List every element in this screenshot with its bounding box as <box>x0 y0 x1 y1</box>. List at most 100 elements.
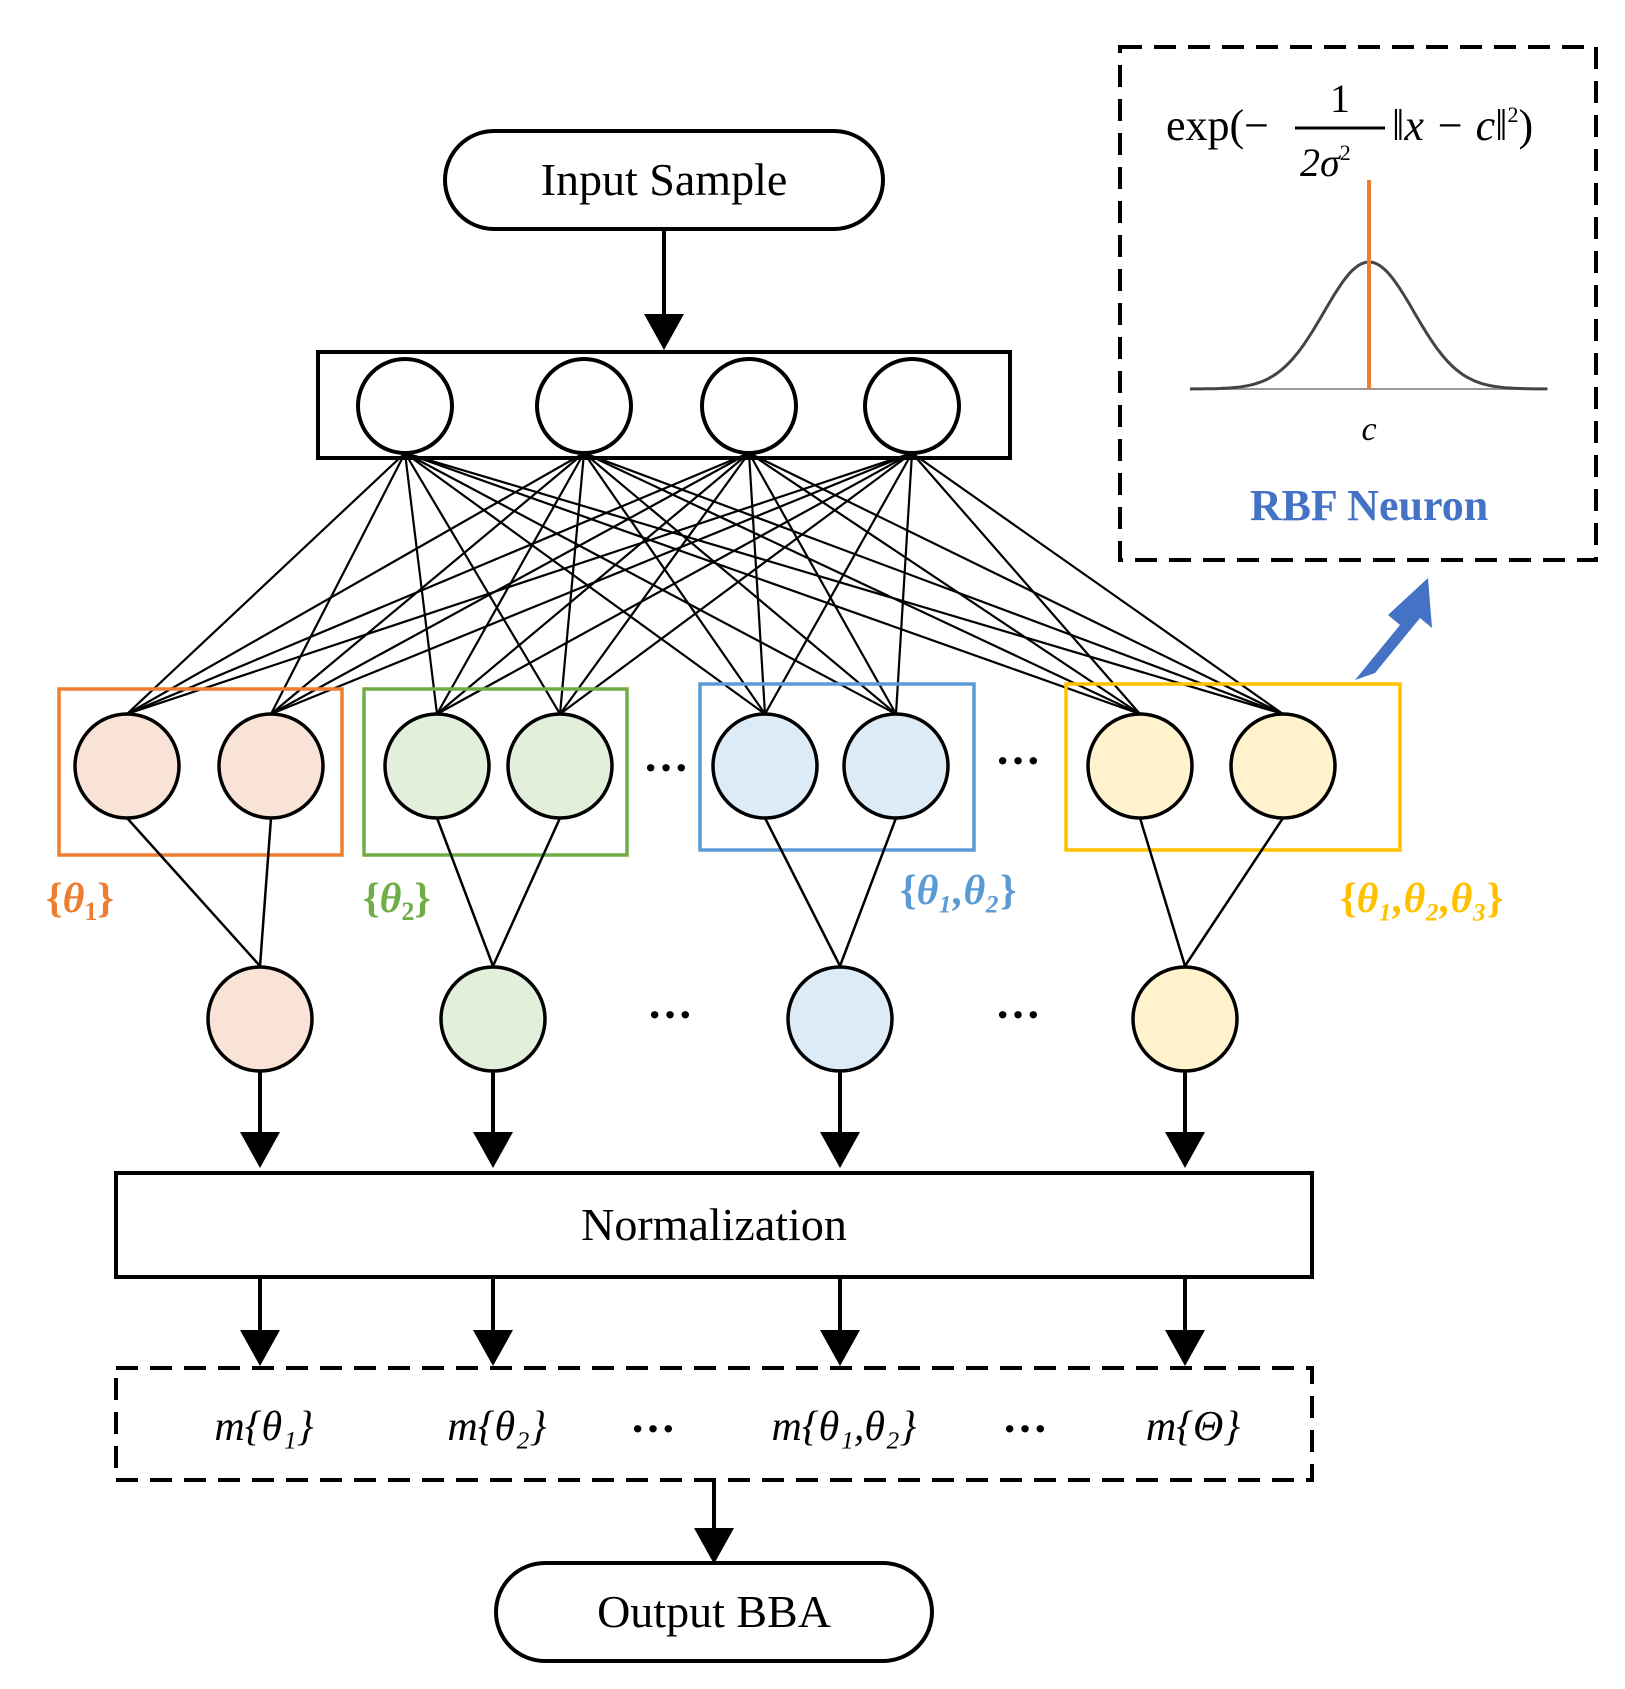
sum-node-theta12 <box>786 965 894 1073</box>
sum-to-normalization-arrows <box>240 1072 1205 1168</box>
connection-line <box>911 452 1141 715</box>
rbf-sum-line <box>435 817 495 967</box>
input-to-rbf-connections <box>126 451 1284 716</box>
rbf-neurons <box>73 712 1337 820</box>
group-label-theta123: {θ₁,θ₂,θ₃} <box>1340 876 1503 922</box>
ellipsis-rbf-1: ··· <box>643 742 689 793</box>
theta-symbol: θ <box>380 876 402 922</box>
rbf-sum-line <box>258 817 273 967</box>
rbf-sum-line <box>491 817 562 967</box>
formula-prefix: exp(− <box>1166 101 1269 150</box>
rbf-sum-line <box>126 817 261 967</box>
connection-line <box>270 452 750 715</box>
group-box-theta1 <box>57 687 344 857</box>
connection-line <box>748 452 1284 715</box>
rbf-neuron-title: RBF Neuron <box>1250 481 1488 530</box>
rbf-sum-line <box>1183 817 1285 967</box>
rbf-neuron-theta123-b <box>1229 712 1337 820</box>
ellipsis-mass-1: ··· <box>630 1403 676 1454</box>
sum-node-theta2 <box>439 965 547 1073</box>
input-neuron-4 <box>863 357 961 455</box>
formula-numerator: 1 <box>1330 76 1350 121</box>
rbf-neuron-theta2-b <box>506 712 614 820</box>
connection-line <box>748 452 897 715</box>
output-bba-label: Output BBA <box>597 1586 831 1637</box>
rbf-neuron-theta2-a <box>383 712 491 820</box>
brace-close: } <box>414 876 431 922</box>
rbf-sum-line <box>1138 817 1187 967</box>
input-neuron-1 <box>356 357 454 455</box>
subscript: 2 <box>401 897 414 926</box>
connection-line <box>583 451 1284 716</box>
connection-line <box>403 452 439 715</box>
sum-node-theta123 <box>1131 965 1239 1073</box>
connection-line <box>404 451 1284 716</box>
ellipsis-sum-2: ··· <box>995 989 1041 1040</box>
formula-denominator: 2σ2 <box>1300 140 1351 185</box>
theta-symbol: θ₁,θ₂,θ₃ <box>1357 876 1487 922</box>
input-neuron-2 <box>535 357 633 455</box>
input-sample-node: Input Sample <box>443 129 885 231</box>
normalization-label: Normalization <box>581 1199 847 1250</box>
mass-theta12: m{θ₁,θ₂} <box>772 1404 917 1450</box>
rbf-neuron-theta123-a <box>1086 712 1194 820</box>
rbf-neuron-theta1-a <box>73 712 181 820</box>
output-bba-node: Output BBA <box>494 1561 934 1663</box>
norm-exponent: 2 <box>1507 102 1518 127</box>
rbf-pointer-arrow <box>1355 578 1432 680</box>
rbf-sum-line <box>763 817 842 967</box>
denominator-exponent: 2 <box>1340 140 1351 165</box>
connection-line <box>404 451 1141 716</box>
sum-node-theta1 <box>206 965 314 1073</box>
ellipsis-sum-1: ··· <box>647 989 693 1040</box>
connection-line <box>583 452 1141 715</box>
rbf-neuron-panel: exp(− 1 2σ2 ‖x − c‖2) c RBF Neuron <box>1118 45 1598 562</box>
ellipsis-rbf-2: ··· <box>995 735 1041 786</box>
center-label: c <box>1361 411 1376 448</box>
normalization-box: Normalization <box>114 1171 1314 1279</box>
norm-body: ‖x − c‖ <box>1392 101 1507 150</box>
brace-open: { <box>363 876 380 922</box>
normalization-to-mass-arrows <box>240 1277 1205 1366</box>
connection-line <box>747 452 767 715</box>
connection-line <box>583 452 897 715</box>
group-box-theta12 <box>698 682 976 852</box>
group-label-theta2: {θ2} <box>363 876 431 926</box>
connection-line <box>559 452 913 715</box>
rbf-neuron-theta12-a <box>711 712 819 820</box>
formula-norm: ‖x − c‖2) <box>1392 101 1533 150</box>
connection-line <box>270 451 913 716</box>
connection-line <box>404 452 561 715</box>
connection-line <box>126 452 406 715</box>
sum-nodes <box>206 965 1239 1073</box>
brace-open: { <box>900 868 917 914</box>
connection-line <box>894 452 914 715</box>
group-label-theta1: {θ1} <box>46 876 114 926</box>
connection-line <box>270 452 585 715</box>
rbf-neuron-theta1-b <box>217 712 325 820</box>
connection-line <box>404 452 897 715</box>
theta-symbol: θ <box>63 876 85 922</box>
connection-line <box>126 451 913 716</box>
rbf-formula: exp(− 1 2σ2 ‖x − c‖2) <box>1166 76 1533 185</box>
rbf-sum-line <box>838 817 898 967</box>
subscript: 1 <box>84 897 97 926</box>
denominator-base: 2σ <box>1300 140 1341 185</box>
mass-theta1: m{θ₁} <box>214 1404 313 1450</box>
brace-open: { <box>46 876 63 922</box>
group-box-theta123 <box>1064 682 1402 852</box>
connection-line <box>558 452 586 715</box>
brace-close: } <box>97 876 114 922</box>
mass-theta-all: m{Θ} <box>1146 1404 1240 1450</box>
connection-line <box>270 452 406 715</box>
connection-line <box>126 452 585 715</box>
input-neuron-3 <box>700 357 798 455</box>
mass-theta2: m{θ₂} <box>447 1404 546 1450</box>
rbf-to-sum-connections <box>126 817 1285 967</box>
input-sample-label: Input Sample <box>541 154 788 205</box>
connection-line <box>748 452 1141 715</box>
brace-close: } <box>1000 868 1017 914</box>
rbf-panel-border <box>1118 45 1598 562</box>
theta-symbol: θ₁,θ₂ <box>917 868 1000 914</box>
